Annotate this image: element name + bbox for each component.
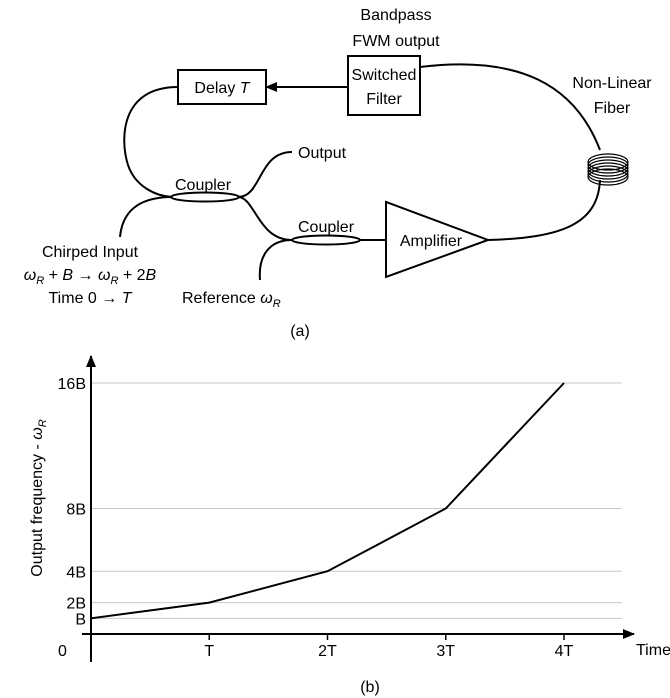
fiber-label-line2: Fiber [594, 100, 631, 117]
y-tick-label: 2B [66, 596, 86, 613]
series-line [90, 382, 565, 620]
coupler-top [170, 191, 240, 203]
delay-box [177, 69, 267, 105]
x-ticks: T 2T 3T 4T [204, 634, 574, 660]
amplifier-label: Amplifier [400, 233, 463, 250]
y-tick-label: 4B [66, 564, 86, 581]
caption-b: (b) [360, 679, 380, 696]
filter-caption-line2: FWM output [352, 33, 440, 50]
gridlines [91, 382, 622, 619]
output-fiber [237, 151, 293, 198]
y-axis-label: Output frequency - ωR [29, 419, 49, 576]
loop-fiber-top-right [419, 63, 601, 151]
caption-a: (a) [290, 323, 310, 340]
output-label: Output [298, 145, 347, 162]
delay-label: Delay T [194, 80, 250, 97]
chirped-input-line2: ωR + B → ωR + 2B [24, 267, 157, 287]
fiber-coil-icon [587, 153, 629, 186]
x-axis-label: Time [636, 642, 670, 659]
chirped-input-line1: Chirped Input [42, 244, 139, 261]
y-tick-label: 8B [66, 502, 86, 519]
reference-fiber [258, 239, 293, 281]
input-fiber [119, 196, 173, 238]
switched-filter-box [347, 55, 421, 116]
y-tick-label: 16B [58, 376, 86, 393]
x-tick-label: T [204, 643, 214, 660]
data-points [90, 382, 565, 619]
y-tick-label: B [75, 611, 86, 628]
fiber-label-line1: Non-Linear [572, 75, 652, 92]
coupler-bottom [291, 234, 361, 246]
y-ticks: B2B 4B 8B 16B [58, 376, 86, 628]
filter-caption-line1: Bandpass [360, 7, 431, 24]
panel-a [119, 55, 629, 281]
coupler-to-coupler-fiber [237, 196, 293, 241]
x-tick-label: 3T [436, 643, 455, 660]
x-tick-label: 4T [555, 643, 574, 660]
x-tick-label: 2T [318, 643, 337, 660]
coupler-top-label: Coupler [175, 177, 232, 194]
panel-a-text: Bandpass FWM output Switched Filter Dela… [24, 7, 652, 340]
loop-fiber-left [123, 86, 179, 198]
coupler-bottom-label: Coupler [298, 219, 355, 236]
amplifier-triangle [385, 200, 491, 279]
chirped-input-line3: Time 0 → T [49, 290, 133, 307]
reference-label: Reference ωR [182, 290, 281, 310]
chart-b: T 2T 3T 4T B2B 4B 8B 16B 0 Time Output frequen… [29, 355, 670, 696]
loop-fiber-right-down [487, 179, 601, 241]
filter-label-line1: Switched [352, 67, 417, 84]
filter-label-line2: Filter [366, 91, 402, 108]
origin-label: 0 [58, 643, 67, 660]
